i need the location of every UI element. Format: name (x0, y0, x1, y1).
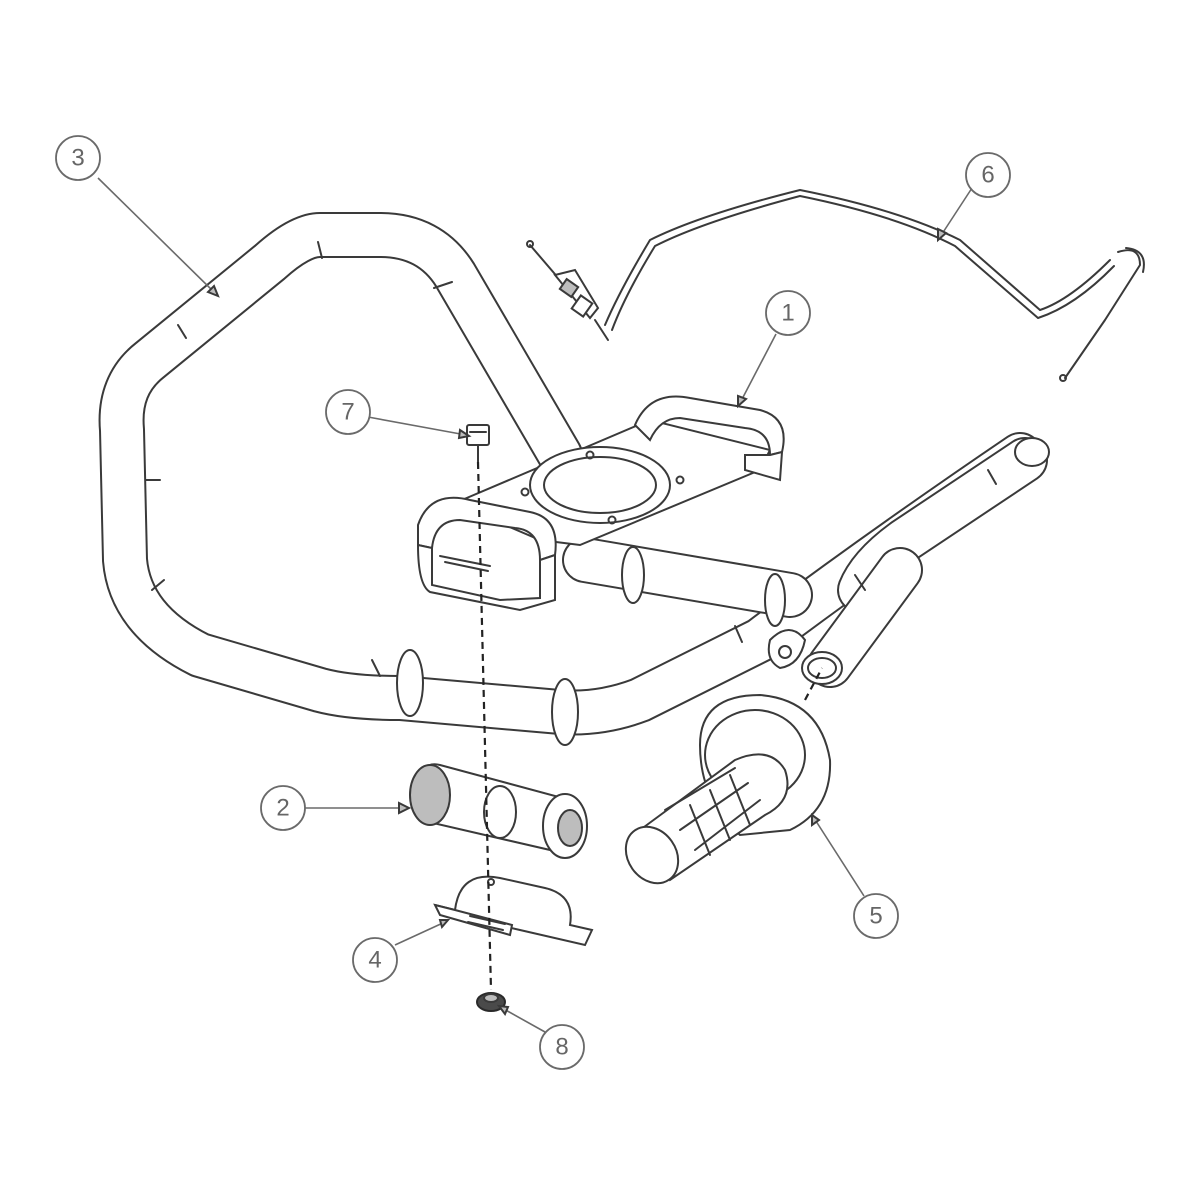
callout-label-5: 5 (869, 903, 882, 930)
callout-7: 7 (325, 389, 371, 435)
nut (476, 992, 506, 1012)
callout-1: 1 (765, 290, 811, 336)
callout-label-3: 3 (71, 145, 84, 172)
leader-arrow-8 (496, 1004, 510, 1016)
callout-5: 5 (853, 893, 899, 939)
callout-label-1: 1 (781, 300, 794, 327)
callout-2: 2 (260, 785, 306, 831)
callout-label-8: 8 (555, 1034, 568, 1061)
lower-clamp (433, 875, 594, 947)
leader-line-8 (501, 1007, 546, 1033)
leader-line-1 (739, 333, 777, 404)
bushing-sleeve (409, 763, 588, 859)
leader-arrow-1 (737, 394, 748, 409)
leader-arrow-4 (438, 919, 451, 930)
callout-label-6: 6 (981, 162, 994, 189)
throttle-cable (526, 189, 1145, 382)
top-clamp-plate (416, 395, 785, 612)
callout-4: 4 (352, 937, 398, 983)
leader-line-6 (939, 187, 973, 238)
leader-line-7 (367, 416, 467, 436)
leader-arrow-6 (937, 227, 948, 243)
assembly-axis-line (476, 461, 493, 991)
callout-label-4: 4 (368, 947, 381, 974)
throttle-grip-assembly (624, 693, 832, 885)
callout-8: 8 (539, 1024, 585, 1070)
grip-axis-line (804, 667, 823, 701)
leader-line-5 (813, 817, 865, 897)
leader-arrow-2 (398, 801, 412, 815)
leader-arrow-7 (457, 428, 472, 440)
callout-label-7: 7 (341, 399, 354, 426)
callout-6: 6 (965, 152, 1011, 198)
bolt (466, 424, 490, 463)
callout-3: 3 (55, 135, 101, 181)
leader-line-4 (394, 921, 446, 946)
callout-label-2: 2 (276, 795, 289, 822)
leader-arrow-5 (811, 813, 821, 827)
handlebar-frame (98, 212, 1050, 746)
leader-line-3 (97, 177, 216, 294)
leader-arrow-3 (206, 284, 220, 298)
